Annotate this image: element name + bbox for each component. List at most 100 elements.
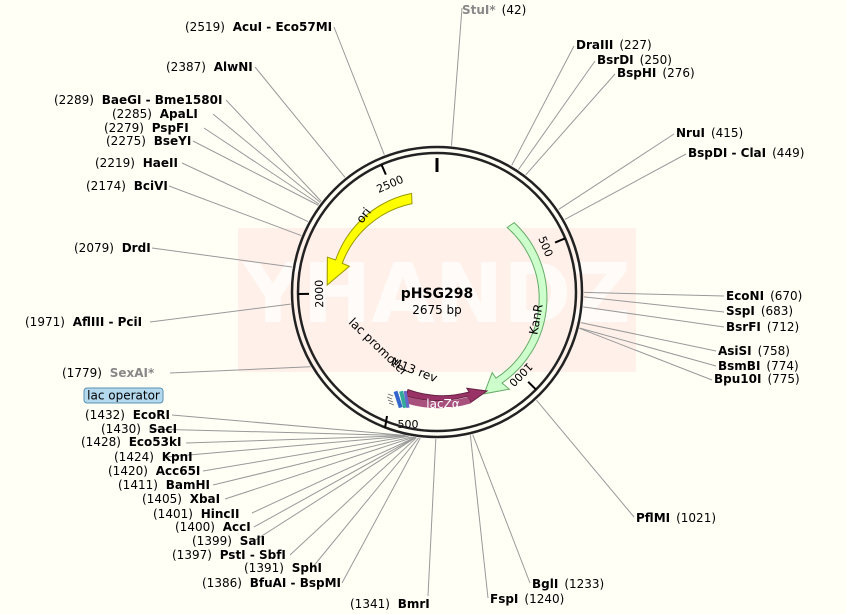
site-label[interactable]: (2387) AlwNI [166, 60, 253, 74]
site-name: NruI [676, 126, 705, 140]
site-label[interactable]: NruI (415) [676, 126, 743, 140]
site-name: BglI [532, 577, 558, 591]
site-label[interactable]: (1420) Acc65I [108, 464, 200, 478]
site-position: (2219) [95, 156, 139, 170]
site-label[interactable]: AsiSI(758) [718, 344, 790, 358]
site-leader-30 [149, 303, 291, 323]
site-name: EcoRI [133, 408, 170, 422]
ori-feature[interactable] [326, 192, 413, 287]
site-label[interactable]: SspI(683) [726, 304, 793, 318]
site-leader-7 [583, 296, 725, 313]
site-position: (276) [662, 66, 694, 80]
lacza-feature[interactable] [405, 387, 489, 404]
site-label[interactable]: FspI (1240) [490, 592, 564, 606]
site-label[interactable]: (2289) BaeGI - Bme1580I [54, 93, 222, 107]
site-label[interactable]: (1401) HincII [153, 507, 239, 521]
site-label[interactable]: (1391) SphI [244, 561, 322, 575]
tick-mark-2500 [380, 164, 387, 176]
site-label[interactable]: BspDI - ClaI(449) [688, 146, 804, 160]
site-label[interactable]: BspHI (276) [617, 66, 695, 80]
site-label[interactable]: (1432) EcoRI [85, 408, 170, 422]
site-position: (1240) [524, 592, 564, 606]
site-label[interactable]: EcoNI(670) [726, 289, 802, 303]
site-label[interactable]: (1779) SexAI* [62, 366, 155, 380]
site-label[interactable]: (2219) HaeII [95, 156, 178, 170]
site-position: (1021) [676, 511, 716, 525]
site-leader-21 [251, 436, 416, 514]
site-leader-38 [254, 66, 346, 178]
site-label[interactable]: (1405) XbaI [142, 492, 220, 506]
site-label[interactable]: BglI(1233) [532, 577, 604, 591]
site-name: BaeGI - Bme1580I [102, 93, 223, 107]
inner-tick-mark [384, 415, 388, 429]
site-position: (2519) [185, 20, 229, 34]
site-leader-19 [253, 437, 417, 542]
site-leader-16 [341, 437, 421, 584]
site-label[interactable]: (1971) AflIII - PciI [25, 315, 142, 329]
site-label[interactable]: PflMI(1021) [636, 511, 716, 525]
mcs-hash-mark [386, 393, 395, 406]
site-leader-3 [525, 73, 616, 176]
site-label[interactable]: (1428) Eco53kI [81, 435, 181, 449]
backbone-inner [296, 151, 578, 433]
site-position: (1397) [172, 548, 216, 562]
site-label[interactable]: (1424) KpnI [114, 450, 193, 464]
site-leader-25 [165, 435, 408, 458]
site-name: SalI [240, 534, 265, 548]
site-label[interactable]: (1399) SalI [192, 534, 265, 548]
site-name: Acc65I [156, 464, 201, 478]
site-leader-24 [202, 435, 409, 472]
site-position: (2275) [106, 134, 150, 148]
site-label[interactable]: (2285) ApaLI [112, 107, 198, 121]
site-leader-13 [472, 434, 531, 584]
site-position: (683) [761, 304, 793, 318]
site-position: (775) [767, 372, 799, 386]
site-name: SacI [149, 422, 177, 436]
site-position: (1779) [62, 366, 106, 380]
site-label[interactable]: (1400) AccI [175, 520, 251, 534]
site-label[interactable]: (2079) DrdI [74, 241, 151, 255]
tick-mark-500 [554, 237, 566, 244]
site-position: (758) [758, 344, 790, 358]
site-label[interactable]: Bpu10I(775) [714, 372, 800, 386]
mcs-mark [403, 390, 410, 409]
site-label[interactable]: (1341) BmrI [350, 597, 430, 611]
site-position: (1391) [244, 561, 288, 575]
site-position: (1971) [25, 315, 69, 329]
site-name: StuI* [462, 3, 496, 17]
site-name: FspI [490, 592, 518, 606]
site-name: AlwNI [214, 60, 253, 74]
lac-operator-badge[interactable] [83, 387, 164, 404]
site-leader-26 [185, 435, 407, 444]
site-label[interactable]: (1411) BamHI [118, 478, 210, 492]
site-position: (2387) [166, 60, 210, 74]
lac-operator-mark [399, 390, 408, 409]
site-label[interactable]: BsrFI(712) [726, 320, 799, 334]
site-name: BspHI [617, 66, 656, 80]
site-leader-10 [579, 327, 717, 367]
site-label[interactable]: StuI*(42) [462, 3, 526, 17]
site-leader-39 [333, 26, 385, 155]
site-name: BspDI - ClaI [688, 146, 766, 160]
site-label[interactable]: (2174) BciVI [86, 179, 168, 193]
site-label[interactable]: BsmBI(774) [718, 359, 799, 373]
site-leader-5 [564, 153, 687, 220]
site-label[interactable]: (2519) AcuI - Eco57MI [185, 20, 332, 34]
site-name: AflIII - PciI [73, 315, 142, 329]
site-label[interactable]: (2279) PspFI [104, 121, 189, 135]
kanr-feature[interactable] [483, 221, 548, 395]
site-leader-23 [212, 436, 412, 486]
site-position: (1428) [81, 435, 125, 449]
site-label[interactable]: (1430) SacI [101, 422, 177, 436]
site-label[interactable]: (1386) BfuAI - BspMI [202, 576, 341, 590]
site-label[interactable]: (2275) BseYI [106, 134, 191, 148]
site-label[interactable]: (1397) PstI - SbfI [172, 548, 286, 562]
site-name: BsrDI [597, 53, 634, 67]
site-name: BciVI [134, 179, 168, 193]
lacza-label: lacZα [426, 397, 460, 411]
site-label[interactable]: DraIII(227) [576, 38, 652, 52]
site-position: (415) [711, 126, 743, 140]
site-leader-36 [212, 113, 321, 203]
site-label[interactable]: BsrDI(250) [597, 53, 672, 67]
